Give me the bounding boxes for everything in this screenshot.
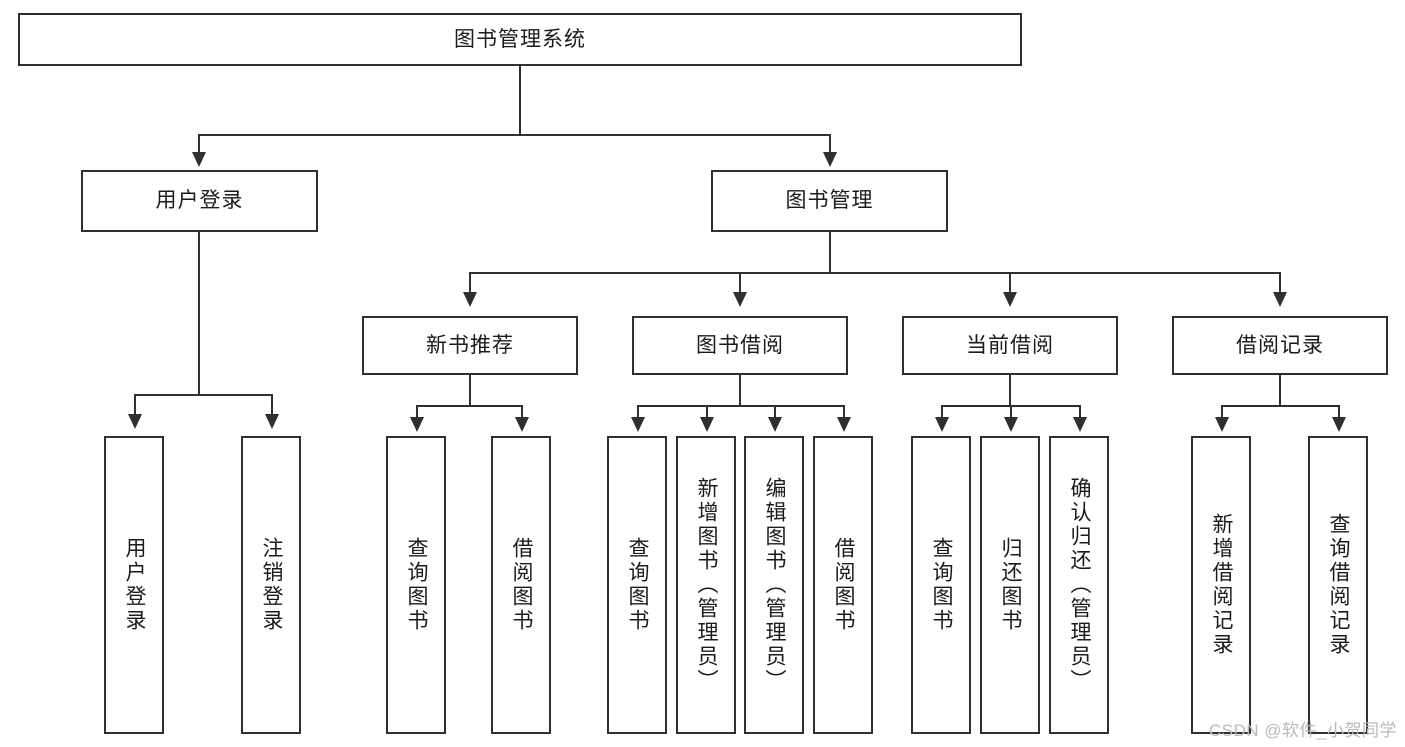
edge-root-to-user-login xyxy=(198,134,200,154)
arrow-bm-to-new-book xyxy=(463,292,477,307)
edge-bm-to-borrow-record xyxy=(1279,272,1281,294)
arrow-book-borrow-to-leaf-3 xyxy=(768,417,782,432)
edge-bm-to-new-book xyxy=(469,272,471,294)
node-label: 当前借阅 xyxy=(966,333,1054,357)
edge-current-borrow-stem xyxy=(1009,375,1011,407)
node-label: 图书管理系统 xyxy=(454,27,586,51)
edge-root-bus xyxy=(198,134,831,136)
node-label: 新书推荐 xyxy=(426,333,514,357)
arrow-new-book-to-leaf-2 xyxy=(515,417,529,432)
edge-root-stem xyxy=(519,66,521,135)
node-label: 借阅图书 xyxy=(510,537,534,633)
leaf-user-login-logout[interactable]: 注销登录 xyxy=(241,436,301,734)
leaf-current-borrow-confirm-return-admin[interactable]: 确认归还（管理员） xyxy=(1049,436,1109,734)
leaf-new-book-query-book[interactable]: 查询图书 xyxy=(386,436,446,734)
node-label: 用户登录 xyxy=(123,537,147,633)
edge-new-book-stem xyxy=(469,375,471,407)
edge-book-borrow-to-leaf-4 xyxy=(843,405,845,419)
edge-new-book-bus xyxy=(416,405,523,407)
arrow-root-to-user-login xyxy=(192,152,206,167)
arrow-bm-to-current-borrow xyxy=(1003,292,1017,307)
edge-current-borrow-to-leaf-3 xyxy=(1079,405,1081,419)
arrow-borrow-record-to-leaf-2 xyxy=(1332,417,1346,432)
node-label: 注销登录 xyxy=(260,537,284,633)
arrow-bm-to-book-borrow xyxy=(733,292,747,307)
leaf-borrow-record-add-record[interactable]: 新增借阅记录 xyxy=(1191,436,1251,734)
edge-borrow-record-to-leaf-2 xyxy=(1338,405,1340,419)
node-label: 图书借阅 xyxy=(696,333,784,357)
node-root-book-management-system[interactable]: 图书管理系统 xyxy=(18,13,1022,66)
edge-book-management-stem xyxy=(829,232,831,273)
node-label: 归还图书 xyxy=(999,537,1023,633)
arrow-root-to-book-management xyxy=(823,152,837,167)
leaf-book-borrow-add-book-admin[interactable]: 新增图书（管理员） xyxy=(676,436,736,734)
node-label: 借阅记录 xyxy=(1236,333,1324,357)
edge-book-borrow-bus xyxy=(637,405,845,407)
edge-book-borrow-to-leaf-2 xyxy=(706,405,708,419)
leaf-book-borrow-edit-book-admin[interactable]: 编辑图书（管理员） xyxy=(744,436,804,734)
arrow-bm-to-borrow-record xyxy=(1273,292,1287,307)
arrow-book-borrow-to-leaf-2 xyxy=(700,417,714,432)
arrow-user-login-to-leaf-2 xyxy=(265,414,279,429)
node-borrow-record[interactable]: 借阅记录 xyxy=(1172,316,1388,375)
node-new-book-recommend[interactable]: 新书推荐 xyxy=(362,316,578,375)
edge-bm-to-book-borrow xyxy=(739,272,741,294)
leaf-current-borrow-return-book[interactable]: 归还图书 xyxy=(980,436,1040,734)
edge-borrow-record-bus xyxy=(1221,405,1339,407)
edge-user-login-to-leaf-1 xyxy=(134,394,136,416)
node-book-management[interactable]: 图书管理 xyxy=(711,170,948,232)
node-current-borrow[interactable]: 当前借阅 xyxy=(902,316,1118,375)
edge-user-login-bus xyxy=(134,394,272,396)
edge-book-borrow-stem xyxy=(739,375,741,407)
arrow-current-borrow-to-leaf-1 xyxy=(935,417,949,432)
node-label: 编辑图书（管理员） xyxy=(763,477,787,693)
edge-current-borrow-to-leaf-2 xyxy=(1010,405,1012,419)
edge-borrow-record-stem xyxy=(1279,375,1281,407)
node-book-borrow[interactable]: 图书借阅 xyxy=(632,316,848,375)
edge-bm-to-current-borrow xyxy=(1009,272,1011,294)
node-label: 用户登录 xyxy=(155,189,244,213)
node-label: 确认归还（管理员） xyxy=(1068,477,1092,693)
edge-user-login-stem xyxy=(198,232,200,396)
edge-user-login-to-leaf-2 xyxy=(271,394,273,416)
leaf-book-borrow-query-book[interactable]: 查询图书 xyxy=(607,436,667,734)
node-label: 查询图书 xyxy=(405,537,429,633)
node-label: 新增借阅记录 xyxy=(1210,513,1234,657)
leaf-book-borrow-borrow-book[interactable]: 借阅图书 xyxy=(813,436,873,734)
node-label: 图书管理 xyxy=(785,189,874,213)
arrow-current-borrow-to-leaf-2 xyxy=(1004,417,1018,432)
leaf-current-borrow-query-book[interactable]: 查询图书 xyxy=(911,436,971,734)
leaf-user-login-login[interactable]: 用户登录 xyxy=(104,436,164,734)
edge-book-borrow-to-leaf-3 xyxy=(774,405,776,419)
edge-borrow-record-to-leaf-1 xyxy=(1221,405,1223,419)
edge-book-management-bus xyxy=(469,272,1280,274)
edge-current-borrow-to-leaf-1 xyxy=(941,405,943,419)
node-label: 查询借阅记录 xyxy=(1327,513,1351,657)
leaf-new-book-borrow-book[interactable]: 借阅图书 xyxy=(491,436,551,734)
node-label: 查询图书 xyxy=(930,537,954,633)
arrow-book-borrow-to-leaf-1 xyxy=(631,417,645,432)
arrow-borrow-record-to-leaf-1 xyxy=(1215,417,1229,432)
leaf-borrow-record-query-record[interactable]: 查询借阅记录 xyxy=(1308,436,1368,734)
arrow-user-login-to-leaf-1 xyxy=(128,414,142,429)
edge-new-book-to-leaf-1 xyxy=(416,405,418,419)
arrow-book-borrow-to-leaf-4 xyxy=(837,417,851,432)
edge-root-to-book-management xyxy=(829,134,831,154)
node-label: 新增图书（管理员） xyxy=(695,477,719,693)
arrow-new-book-to-leaf-1 xyxy=(410,417,424,432)
edge-book-borrow-to-leaf-1 xyxy=(637,405,639,419)
node-label: 借阅图书 xyxy=(832,537,856,633)
node-label: 查询图书 xyxy=(626,537,650,633)
node-user-login[interactable]: 用户登录 xyxy=(81,170,318,232)
edge-new-book-to-leaf-2 xyxy=(521,405,523,419)
arrow-current-borrow-to-leaf-3 xyxy=(1073,417,1087,432)
